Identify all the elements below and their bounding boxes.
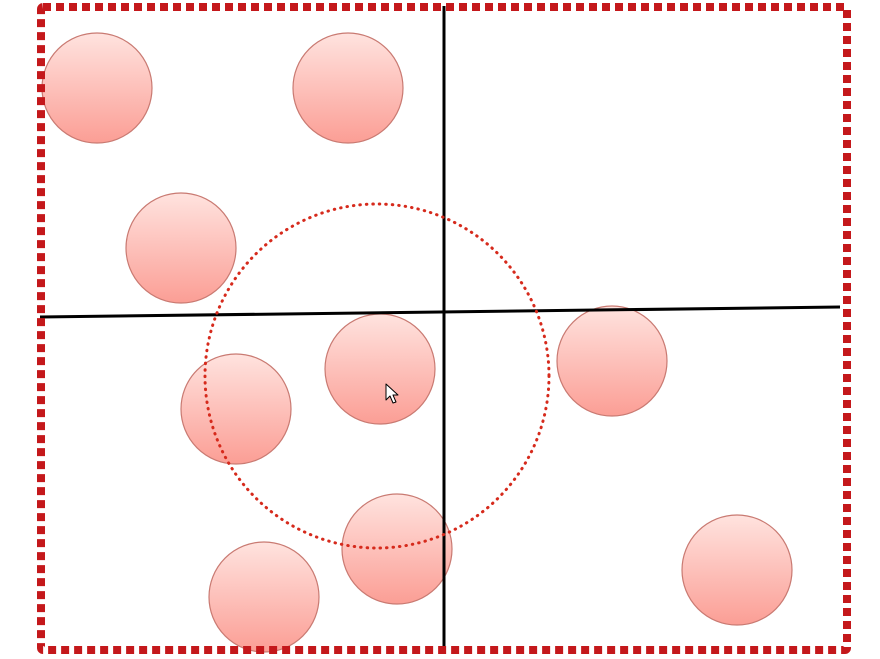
ball[interactable]	[292, 32, 404, 144]
horizontal-divider-line	[39, 305, 841, 319]
ball[interactable]	[681, 514, 793, 626]
ball[interactable]	[324, 313, 436, 425]
balls-group	[41, 32, 793, 653]
ball[interactable]	[208, 541, 320, 653]
ball[interactable]	[41, 32, 153, 144]
query-range-circle	[203, 202, 551, 550]
ball[interactable]	[341, 493, 453, 605]
ball[interactable]	[125, 192, 237, 304]
boundary-border	[37, 3, 851, 654]
mouse-pointer-icon	[385, 383, 399, 404]
ball[interactable]	[556, 305, 668, 417]
ball[interactable]	[180, 353, 292, 465]
